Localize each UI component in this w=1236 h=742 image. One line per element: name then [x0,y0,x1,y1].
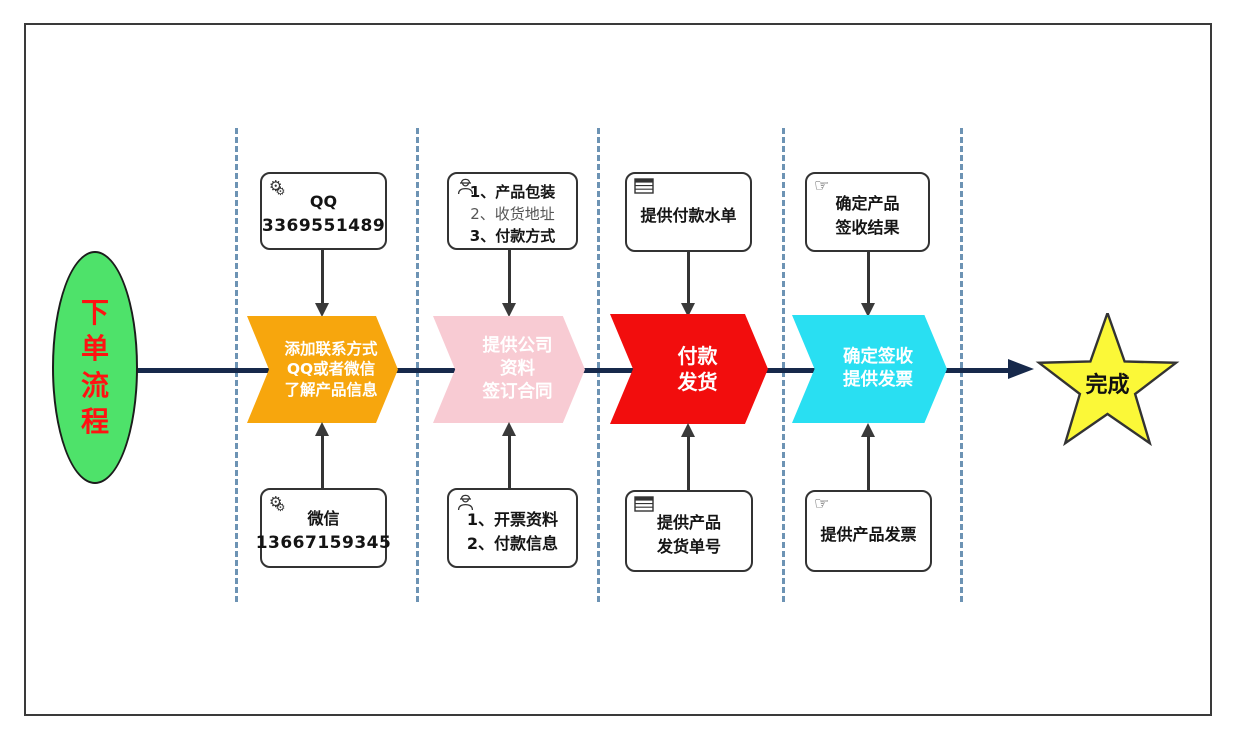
chevron-step-contact: 添加联系方式 QQ或者微信 了解产品信息 [247,316,398,423]
table-icon [634,496,654,515]
table-icon [634,178,654,197]
payment-slip-box: 提供付款水单 [625,172,752,252]
box-line: 3、付款方式 [469,226,556,245]
box-line: 2、付款信息 [466,534,559,553]
box-line: 提供付款水单 [640,206,737,225]
connector-line [320,435,324,488]
start-node: 下 单 流 程 [52,251,138,484]
invoice-info-box: 1、开票资料 2、付款信息 [447,488,578,568]
connector-line [320,250,324,304]
arrow-down-icon [502,303,516,317]
wechat-contact-box: ⚙⚙ 微信 13667159345 [256,488,391,568]
connector-line [866,436,870,490]
connector-line [866,252,870,304]
gears-icon: ⚙⚙ [269,493,286,514]
chevron-label: 添加联系方式 QQ或者微信 了解产品信息 [284,340,378,399]
arrow-down-icon [861,303,875,317]
chevron-label: 付款 发货 [677,344,718,394]
box-line: 1、开票资料 [466,510,559,529]
box-line: 1、产品包装 [469,183,556,202]
box-line: 3369551489 [261,216,386,237]
chevron-step-contract: 提供公司 资料 签订合同 [433,316,585,423]
qq-contact-box: ⚙⚙ QQ 3369551489 [260,172,387,250]
arrow-down-icon [681,303,695,317]
arrow-up-icon [502,422,516,436]
arrow-up-icon [315,422,329,436]
connector-line [686,252,690,304]
order-info-box: 1、产品包装 2、收货地址 3、付款方式 [447,172,578,250]
phase-divider-line [235,128,238,602]
box-line: 提供产品发票 [820,525,917,544]
box-line: QQ [309,192,338,212]
gears-icon: ⚙⚙ [269,177,286,198]
box-line: 发货单号 [656,537,721,556]
finish-node: 完成 [1032,313,1183,453]
connector-line [686,436,690,490]
phase-divider-line [416,128,419,602]
chevron-label: 提供公司 资料 签订合同 [482,336,553,402]
chevron-step-payment: 付款 发货 [610,314,768,424]
worker-icon [456,178,475,198]
box-line: 微信 [307,509,340,529]
box-line: 2、收货地址 [470,205,555,224]
hand-icon: ☞ [814,494,830,514]
chevron-label: 确定签收 提供发票 [843,347,913,390]
connector-line [507,250,511,304]
flow-arrowhead-icon [1008,359,1034,379]
box-line: 13667159345 [255,533,392,554]
phase-divider-line [960,128,963,602]
connector-line [507,435,511,488]
star-shape [1035,313,1180,447]
box-line: 签收结果 [835,218,900,237]
product-invoice-box: ☞ 提供产品发票 [805,490,932,572]
finish-label: 完成 [1085,373,1130,398]
phase-divider-line [597,128,600,602]
arrow-up-icon [681,423,695,437]
phase-divider-line [782,128,785,602]
sign-result-box: ☞ 确定产品 签收结果 [805,172,930,252]
shipping-number-box: 提供产品 发货单号 [625,490,753,572]
arrow-up-icon [861,423,875,437]
worker-icon [456,494,475,514]
box-line: 确定产品 [835,194,900,213]
chevron-step-sign: 确定签收 提供发票 [792,315,947,423]
arrow-down-icon [315,303,329,317]
hand-icon: ☞ [814,176,830,196]
box-line: 提供产品 [656,513,721,532]
